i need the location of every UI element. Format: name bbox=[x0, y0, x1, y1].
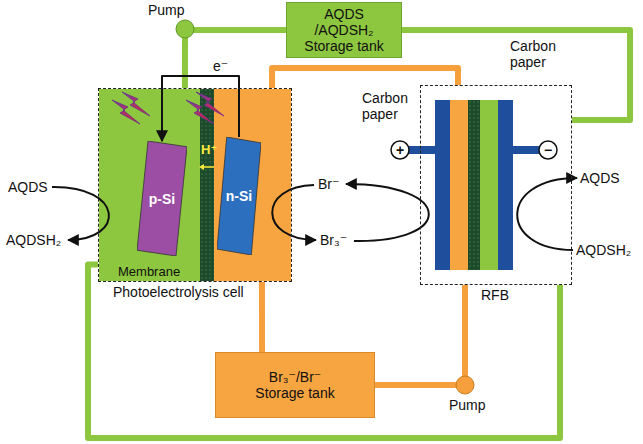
rfb-stack bbox=[480, 100, 498, 270]
terminals bbox=[539, 141, 557, 159]
species-label: AQDS bbox=[580, 170, 620, 186]
light-bolts bbox=[186, 100, 214, 124]
cell-outline: Photoelectrolysis cellp-Sin-Si bbox=[98, 88, 292, 282]
proton-arrow bbox=[204, 166, 214, 168]
orange-pipe bbox=[375, 285, 465, 385]
rfb-stack bbox=[468, 100, 480, 270]
light-bolts bbox=[112, 100, 140, 124]
pump-symbol bbox=[176, 20, 194, 38]
cell-chambers bbox=[214, 89, 291, 281]
electrode-plate bbox=[137, 141, 187, 256]
pump-label: Pump bbox=[148, 2, 185, 18]
green-pipe bbox=[402, 30, 630, 120]
light-bolts bbox=[122, 92, 150, 116]
cell-chambers bbox=[99, 89, 200, 281]
species-label: AQDS bbox=[8, 179, 48, 195]
node-text: p-Si bbox=[149, 191, 175, 207]
rfb-outline: RFB bbox=[420, 85, 572, 285]
terminals bbox=[513, 146, 539, 154]
reaction-arrows bbox=[52, 178, 577, 250]
species-label: Br₃⁻ bbox=[320, 232, 347, 248]
part-label: Carbon paper bbox=[362, 90, 414, 122]
proton-arrow bbox=[199, 164, 214, 170]
terminal-sign: + bbox=[392, 142, 408, 158]
terminals bbox=[409, 146, 435, 154]
rfb-stack bbox=[435, 100, 450, 270]
rfb-stack bbox=[498, 100, 513, 270]
rfb-stack bbox=[450, 100, 468, 270]
electrode-plate: p-Si bbox=[137, 141, 187, 256]
reaction-arrows bbox=[346, 184, 429, 241]
species-label: AQDSH₂ bbox=[6, 232, 61, 248]
node-text: n-Si bbox=[226, 188, 252, 204]
rfb-stack bbox=[435, 100, 513, 270]
green-pipe bbox=[88, 265, 560, 438]
proton-arrow bbox=[199, 164, 204, 170]
light-bolts bbox=[112, 92, 224, 124]
species-label: Br⁻ bbox=[318, 176, 339, 192]
storage-tank: AQDS /AQDSH₂ Storage tank bbox=[286, 2, 402, 58]
membrane-label: Membrane bbox=[118, 264, 180, 280]
storage-tank: Br₃⁻/Br⁻ Storage tank bbox=[215, 352, 375, 418]
electrode-plate bbox=[217, 137, 261, 255]
terminal-sign: − bbox=[540, 142, 556, 158]
light-bolts bbox=[196, 92, 224, 116]
node-text: RFB bbox=[481, 287, 509, 303]
node-text: Photoelectrolysis cell bbox=[113, 284, 244, 300]
terminals bbox=[391, 141, 409, 159]
cell-chambers bbox=[99, 89, 291, 281]
node-text: AQDS /AQDSH₂ Storage tank bbox=[299, 6, 389, 54]
terminals bbox=[391, 141, 557, 159]
electron-wire bbox=[162, 76, 239, 141]
ion-label: H⁺ bbox=[201, 142, 217, 158]
species-label: AQDSH₂ bbox=[576, 242, 631, 258]
orange-pipe bbox=[259, 282, 265, 352]
node-text: Br₃⁻/Br⁻ Storage tank bbox=[246, 369, 344, 401]
edge-label: e⁻ bbox=[211, 58, 230, 74]
part-label: Carbon paper bbox=[510, 38, 562, 70]
pump-symbol bbox=[456, 376, 474, 394]
reaction-arrows bbox=[517, 178, 577, 250]
reaction-arrows bbox=[272, 185, 316, 240]
pump-label: Pump bbox=[449, 397, 486, 413]
electrode-plate: n-Si bbox=[217, 137, 261, 255]
